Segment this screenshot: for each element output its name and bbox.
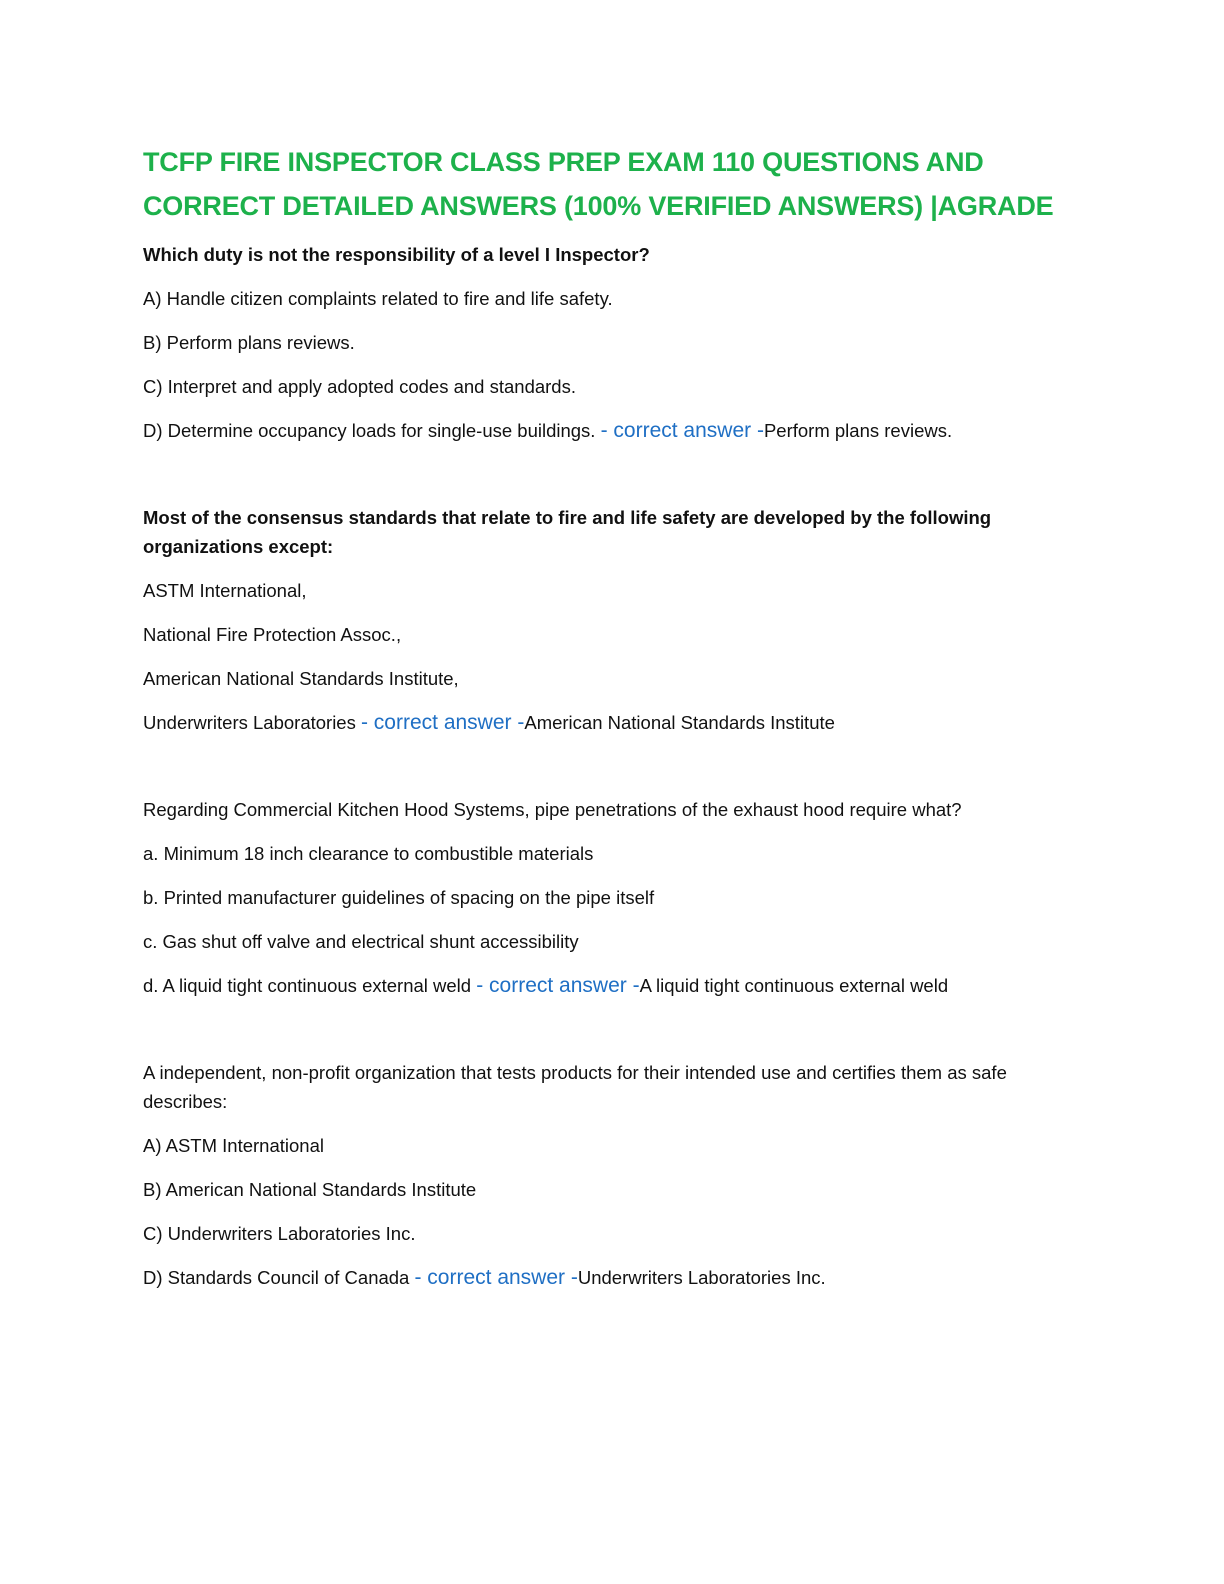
correct-answer-marker: - correct answer - [414,1266,578,1289]
question-block-1: Which duty is not the responsibility of … [143,240,1073,445]
correct-answer-marker: - correct answer - [600,419,764,442]
answer-option: ASTM International, [143,580,307,601]
title-line-2: CORRECT DETAILED ANSWERS (100% VERIFIED … [143,191,1054,221]
answer-option: B) Perform plans reviews. [143,332,355,353]
correct-answer-marker: - correct answer - [476,974,640,997]
answer-option: Underwriters Laboratories [143,712,361,733]
answer-option: c. Gas shut off valve and electrical shu… [143,931,579,952]
answer-option: D) Standards Council of Canada [143,1267,415,1288]
answer-option: b. Printed manufacturer guidelines of sp… [143,887,655,908]
question-text: Regarding Commercial Kitchen Hood System… [143,799,962,820]
spacer [143,445,1073,503]
document-page: TCFP FIRE INSPECTOR CLASS PREP EXAM 110 … [143,140,1073,1292]
document-title: TCFP FIRE INSPECTOR CLASS PREP EXAM 110 … [143,140,1073,228]
answer-option: D) Determine occupancy loads for single-… [143,420,601,441]
question-block-4: A independent, non-profit organization t… [143,1058,1073,1292]
correct-answer-text: American National Standards Institute [524,712,835,733]
answer-option: A) ASTM International [143,1135,324,1156]
spacer [143,1000,1073,1058]
title-line-1: TCFP FIRE INSPECTOR CLASS PREP EXAM 110 … [143,147,984,177]
question-text: Which duty is not the responsibility of … [143,244,650,265]
final-option-with-answer: Underwriters Laboratories - correct answ… [143,708,1073,737]
answer-option: National Fire Protection Assoc., [143,624,402,645]
answer-option: American National Standards Institute, [143,668,459,689]
answer-option: a. Minimum 18 inch clearance to combusti… [143,843,594,864]
answer-option: d. A liquid tight continuous external we… [143,975,477,996]
final-option-with-answer: D) Standards Council of Canada - correct… [143,1263,1073,1292]
answer-option: C) Interpret and apply adopted codes and… [143,376,576,397]
answer-option: C) Underwriters Laboratories Inc. [143,1223,416,1244]
question-block-3: Regarding Commercial Kitchen Hood System… [143,795,1073,1000]
spacer [143,737,1073,795]
correct-answer-text: Perform plans reviews. [763,420,953,441]
correct-answer-marker: - correct answer - [360,711,525,734]
answer-option: A) Handle citizen complaints related to … [143,288,613,309]
final-option-with-answer: d. A liquid tight continuous external we… [143,971,1073,1000]
question-text: Most of the consensus standards that rel… [143,507,992,557]
correct-answer-text: Underwriters Laboratories Inc. [577,1267,826,1288]
question-text: A independent, non-profit organization t… [143,1062,1007,1112]
answer-option: B) American National Standards Institute [143,1179,477,1200]
question-block-2: Most of the consensus standards that rel… [143,503,1073,737]
correct-answer-text: A liquid tight continuous external weld [639,975,949,996]
final-option-with-answer: D) Determine occupancy loads for single-… [143,416,1073,445]
